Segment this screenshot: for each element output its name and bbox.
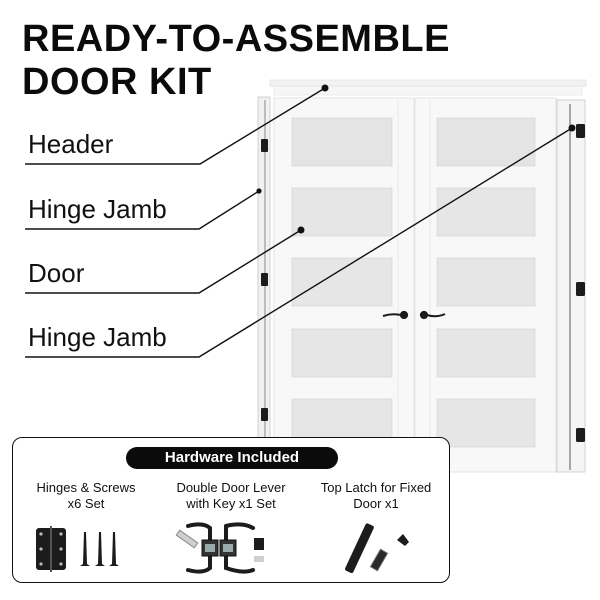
right-hinges [576,124,585,442]
callout-dots [256,84,576,234]
hinge-and-screws-icon [36,526,119,572]
hardware-item-label-line2: x6 Set [67,496,105,511]
callout-line-header [25,87,326,165]
callout-line-hinge-jamb-left [25,190,260,230]
hardware-item-top-latch: Top Latch for Fixed Door x1 [303,480,449,574]
hardware-item-label-line2: with Key x1 Set [186,496,276,511]
hardware-included-heading: Hardware Included [126,447,338,469]
hinge-icon [261,408,268,421]
callout-label-hinge-jamb-right: Hinge Jamb [28,322,167,352]
top-latch-icon [345,523,409,574]
callout-line-hinge-jamb-right [25,127,573,358]
callout-line-door [25,229,302,294]
hinge-icon [261,139,268,152]
hardware-item-label-line1: Double Door Lever [176,480,286,495]
door-panel-left [273,97,415,473]
callout-label-hinge-jamb-left: Hinge Jamb [28,194,167,224]
hardware-included-panel: Hardware Included Hinges & Screws x6 Set… [12,437,450,583]
hardware-item-label-line1: Top Latch for Fixed [320,480,432,495]
left-hinges [261,139,268,421]
callout-lines [25,87,573,358]
door-panel-right [414,97,557,473]
callout-label-door: Door [28,258,85,288]
hardware-item-label-line2: Door x1 [353,496,399,511]
hinge-icon [261,273,268,286]
page-title-line2: DOOR KIT [22,61,212,103]
hardware-item-label-line1: Hinges & Screws [36,480,136,495]
hinge-icon [576,428,585,442]
page-title-line1: READY-TO-ASSEMBLE [22,18,450,60]
hinge-icon [576,124,585,138]
callout-label-header: Header [28,129,114,159]
hardware-item-door-lever: Double Door Lever with Key x1 Set [158,480,304,574]
hardware-item-hinges: Hinges & Screws x6 Set [13,480,159,572]
header-molding [269,79,587,96]
door-lever-set-icon [175,522,264,574]
door-lever-icon [382,310,446,320]
hinge-icon [576,282,585,296]
